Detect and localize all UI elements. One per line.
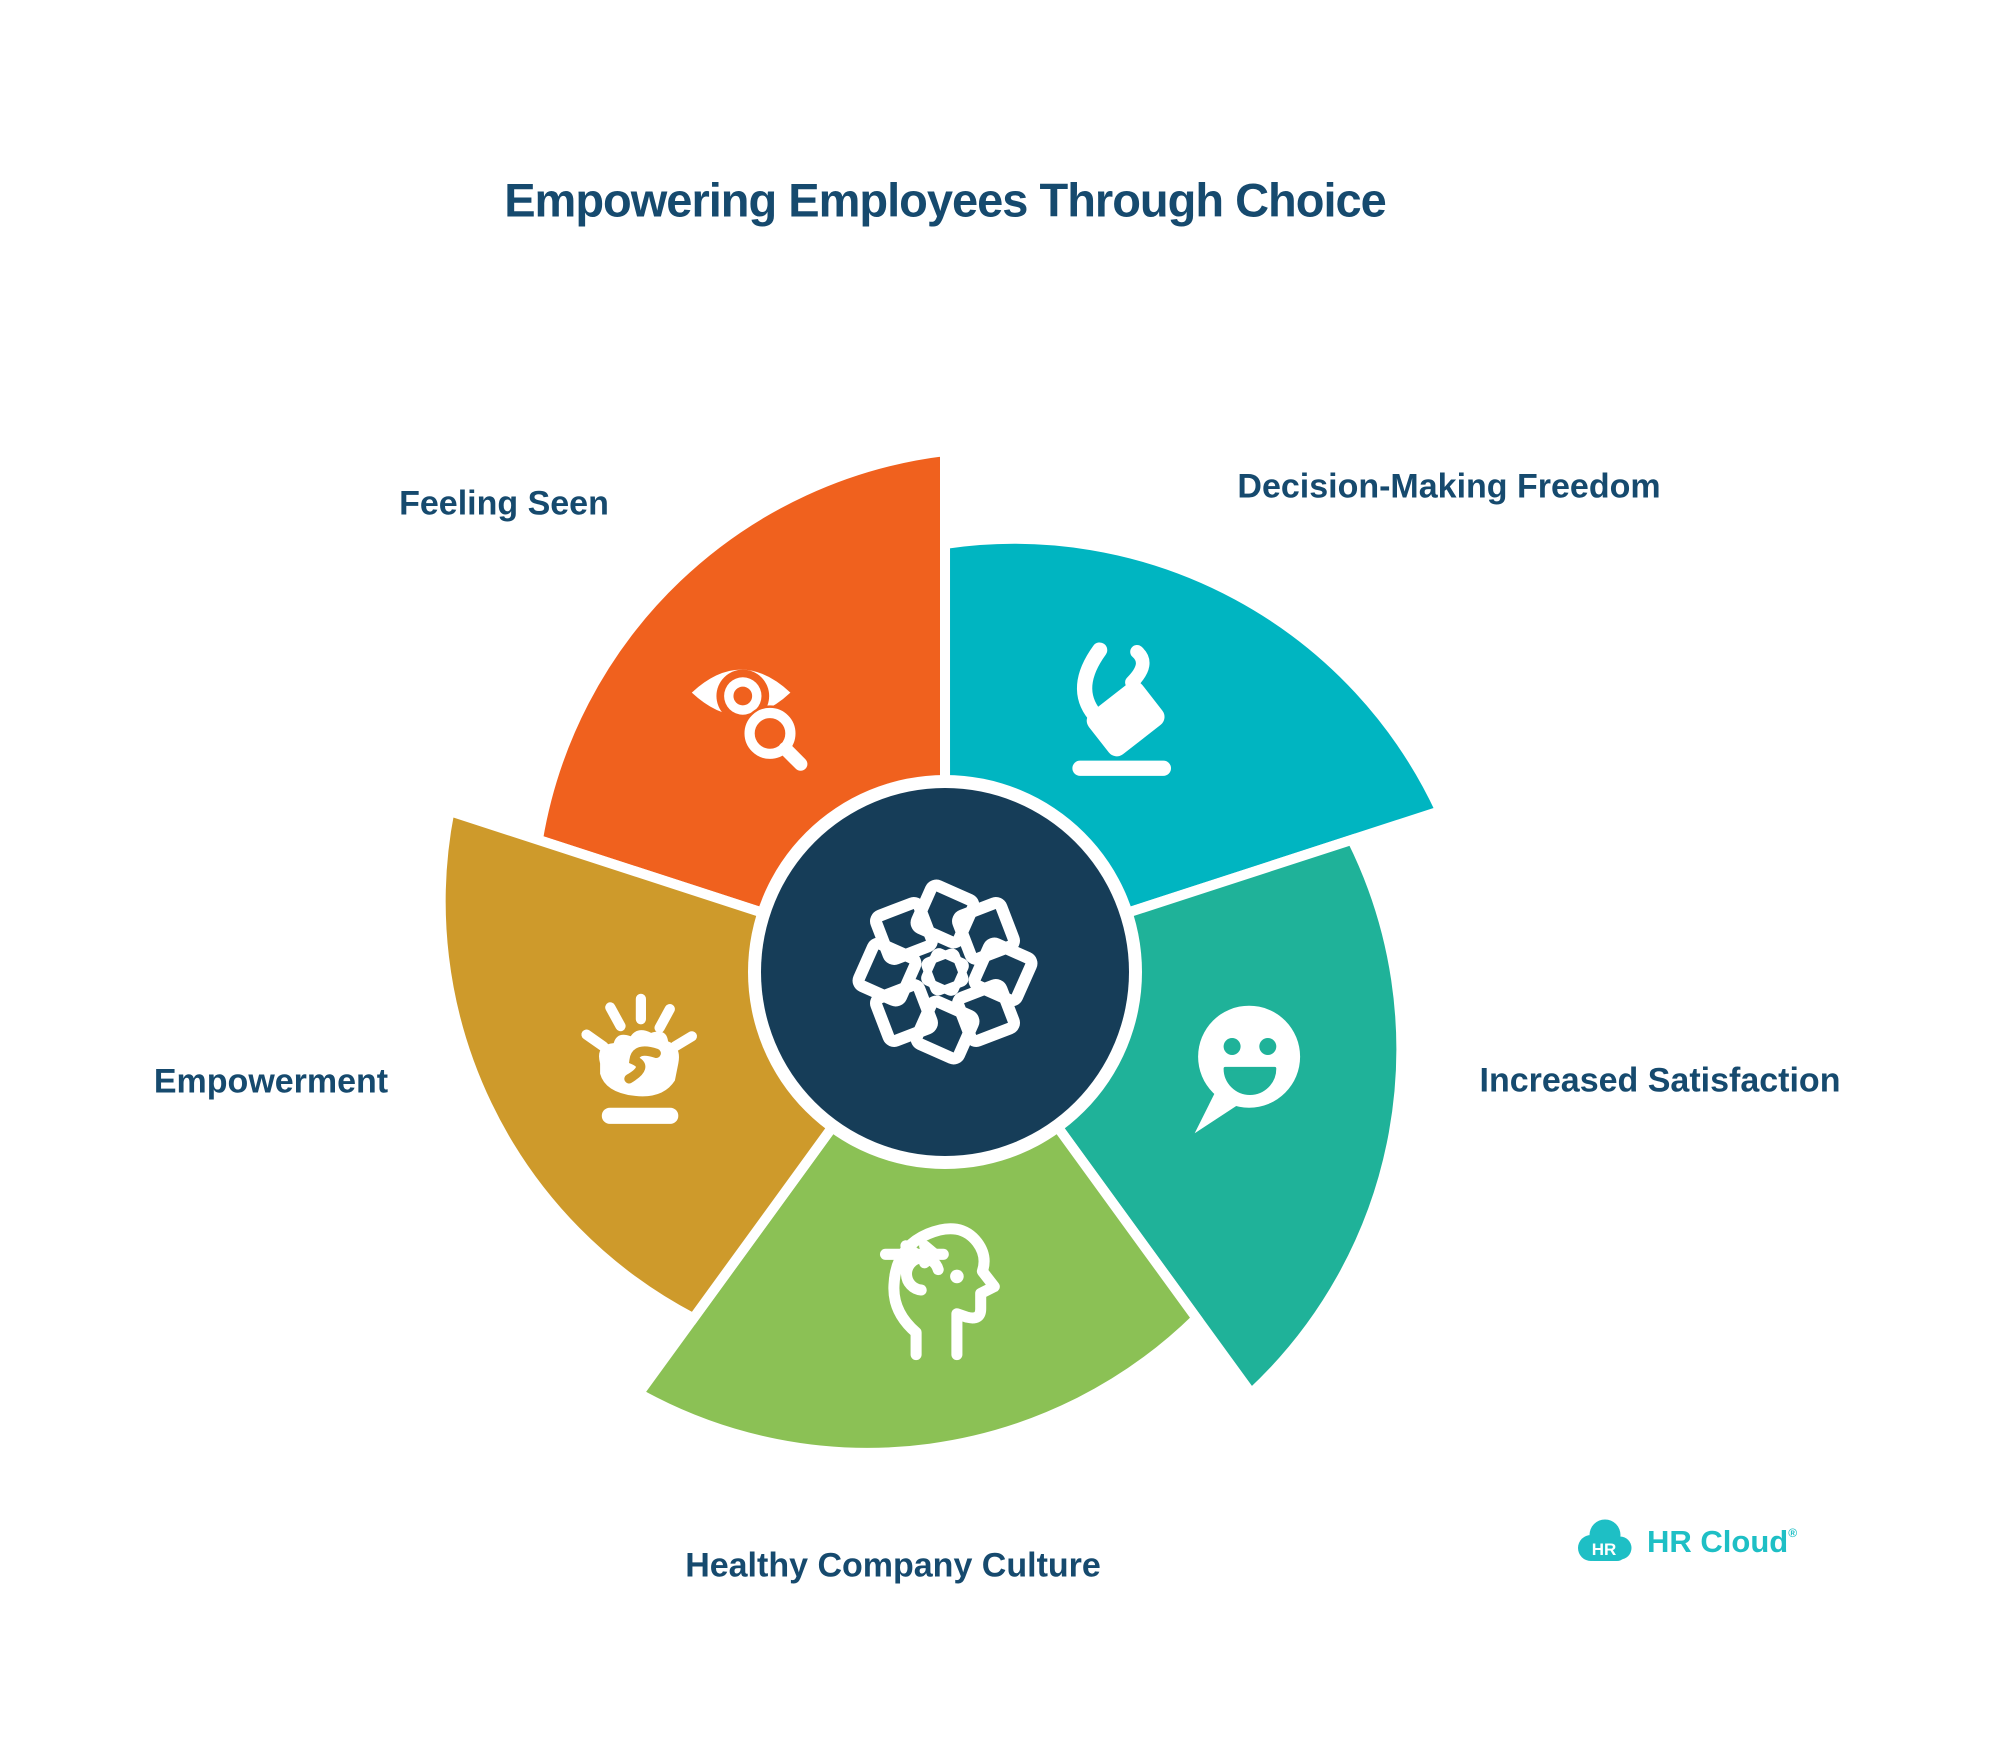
hrcloud-logo: HR HR Cloud® <box>1572 1518 1797 1566</box>
rosette-pinwheel-icon <box>852 879 1038 1065</box>
brand-name: HR Cloud <box>1647 1524 1789 1559</box>
logo-badge-text: HR <box>1592 1540 1617 1559</box>
segment-label-empowerment: Empowerment <box>153 1062 389 1101</box>
raised-fist-icon <box>581 993 697 1124</box>
mind-head-icon <box>879 1223 1000 1361</box>
smiley-bubble-icon <box>1194 1005 1301 1134</box>
eye-search-icon <box>691 669 808 771</box>
registered-mark: ® <box>1788 1525 1798 1540</box>
ballot-vote-icon <box>1072 642 1171 776</box>
brand-text: HR Cloud® <box>1647 1524 1797 1560</box>
cloud-logo-icon: HR <box>1578 1519 1632 1561</box>
segment-label-increased-satisfaction: Increased Satisfaction <box>1479 1061 1841 1100</box>
segment-label-decision-making-freedom: Decision-Making Freedom <box>1237 467 1661 506</box>
page-title: Empowering Employees Through Choice <box>504 173 1387 227</box>
center-circle <box>761 788 1129 1156</box>
segment-label-feeling-seen: Feeling Seen <box>399 484 609 523</box>
segment-label-healthy-company-culture: Healthy Company Culture <box>685 1546 1101 1585</box>
